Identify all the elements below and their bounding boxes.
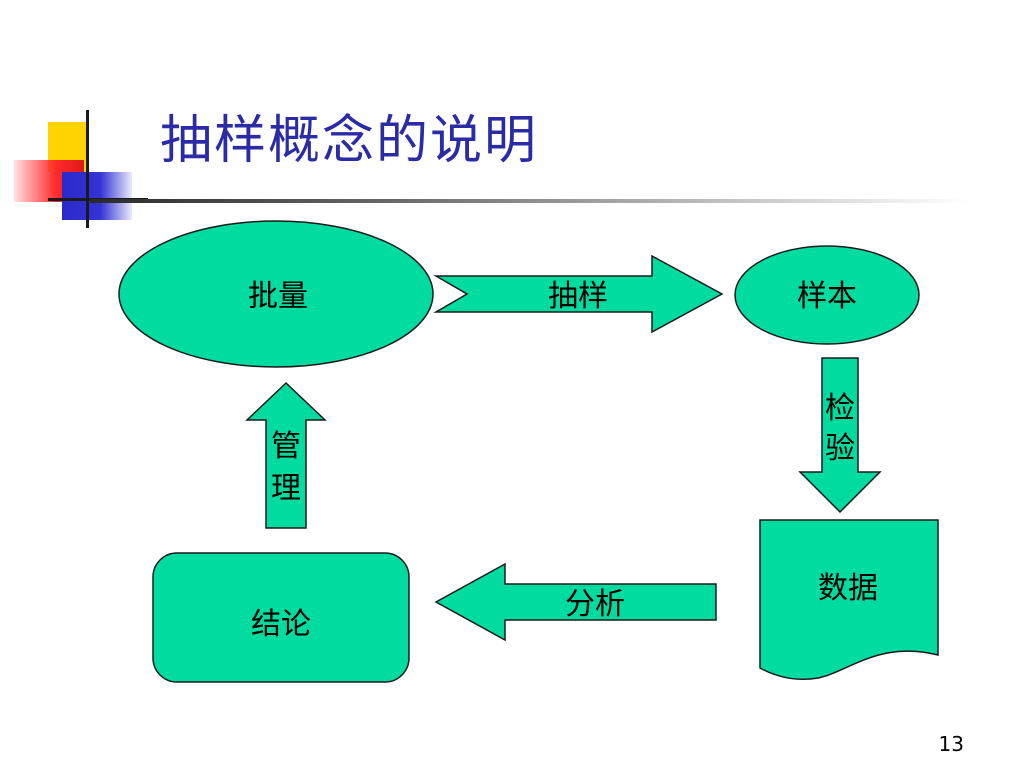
analysis-arrow[interactable] — [434, 562, 717, 642]
slide-title: 抽样概念的说明 — [160, 111, 539, 171]
page-number: 13 — [938, 732, 964, 756]
logo-blue-square — [62, 172, 132, 220]
sample-label: 样本 — [797, 279, 857, 314]
inspection-label-line2: 验 — [825, 431, 855, 466]
decorative-logo — [0, 0, 160, 240]
logo-vertical-line — [86, 110, 89, 228]
data-label: 数据 — [818, 571, 878, 606]
management-label-line2: 理 — [271, 471, 301, 506]
sampling-arrow[interactable] — [433, 254, 724, 334]
management-arrow[interactable] — [245, 381, 327, 529]
inspection-arrow[interactable] — [798, 357, 882, 514]
batch-node[interactable] — [118, 220, 434, 368]
management-label-line1: 管 — [271, 429, 301, 464]
sample-node[interactable] — [734, 245, 920, 345]
sampling-label: 抽样 — [548, 279, 608, 314]
analysis-label: 分析 — [565, 587, 625, 622]
title-underline — [90, 199, 970, 203]
conclusion-node[interactable] — [152, 552, 410, 683]
data-node[interactable] — [759, 519, 939, 680]
batch-label: 批量 — [248, 279, 308, 314]
conclusion-label: 结论 — [251, 607, 311, 642]
inspection-label-line1: 检 — [825, 391, 855, 426]
